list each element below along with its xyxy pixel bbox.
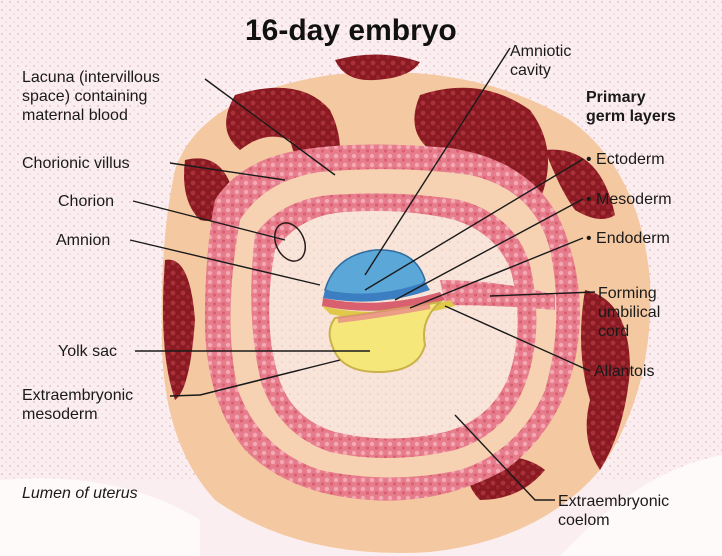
label-amniotic-cavity: Amniotic cavity (510, 42, 571, 80)
label-yolk-sac: Yolk sac (58, 342, 117, 361)
label-chorion: Chorion (58, 192, 114, 211)
label-endoderm: • Endoderm (586, 229, 670, 248)
label-primary-germ-layers: Primary germ layers (586, 88, 676, 126)
label-forming-umbilical-cord: Forming umbilical cord (598, 284, 660, 341)
label-extraembryonic-mesoderm: Extraembryonic mesoderm (22, 386, 133, 424)
label-ectoderm: • Ectoderm (586, 150, 665, 169)
label-amnion: Amnion (56, 231, 110, 250)
label-lacuna: Lacuna (intervillous space) containing m… (22, 68, 160, 125)
label-allantois: Allantois (594, 362, 654, 381)
diagram-title: 16-day embryo (245, 14, 457, 48)
label-lumen-of-uterus: Lumen of uterus (22, 484, 138, 503)
label-extraembryonic-coelom: Extraembryonic coelom (558, 492, 669, 530)
label-chorionic-villus: Chorionic villus (22, 154, 130, 173)
label-mesoderm: • Mesoderm (586, 190, 672, 209)
